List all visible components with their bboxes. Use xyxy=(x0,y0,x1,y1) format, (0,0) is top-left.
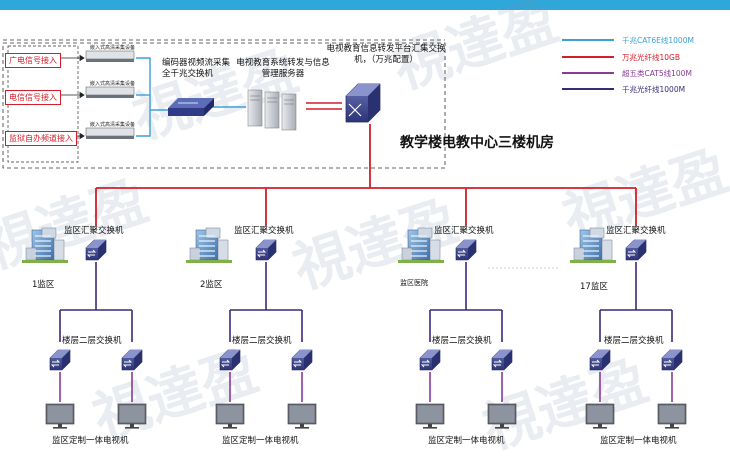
zone-4-tv-label: 监区定制一体电视机 xyxy=(600,436,677,446)
building-title: 教学楼电教中心三楼机房 xyxy=(400,135,554,151)
encoder-switch xyxy=(168,98,214,116)
zone-2-floor-label: 楼层二层交换机 xyxy=(232,336,292,346)
input-broadcast: 广电信号接入 xyxy=(5,53,61,68)
zone-1-tv-label: 监区定制一体电视机 xyxy=(52,436,129,446)
zone-3-floor-label: 楼层二层交换机 xyxy=(432,336,492,346)
encoder-unit-2 xyxy=(85,86,135,98)
server-label: 电视教育系统转发与信息管理服务器 xyxy=(236,58,330,79)
legend-cat5: 超五类CAT5线100M xyxy=(622,69,692,78)
diagram-canvas xyxy=(2,39,687,430)
core-switch-label: 电视教育信息转发平台汇集交换机，（万兆配置） xyxy=(326,44,446,65)
input-prison-channel: 监狱自办频道接入 xyxy=(5,131,77,146)
zone-4-agg-label: 监区汇聚交换机 xyxy=(606,226,666,236)
encoder-label-1: 嵌入式高清采集设备 xyxy=(90,45,136,51)
zone-3-agg-label: 监区汇聚交换机 xyxy=(434,226,494,236)
core-switch xyxy=(345,83,381,123)
zone-3-tv-label: 监区定制一体电视机 xyxy=(428,436,505,446)
zone-4-floor-label: 楼层二层交换机 xyxy=(604,336,664,346)
encoder-switch-label: 编码器视频流采集全千兆交换机 xyxy=(162,58,231,79)
zone-2-tv-label: 监区定制一体电视机 xyxy=(222,436,299,446)
zone-2-agg-label: 监区汇聚交换机 xyxy=(234,226,294,236)
zone-2-name: 2监区 xyxy=(200,280,223,290)
legend-cat6: 千兆CAT6E线1000M xyxy=(622,36,694,45)
zone-1-floor-label: 楼层二层交换机 xyxy=(62,336,122,346)
encoder-label-3: 嵌入式高清采集设备 xyxy=(90,122,136,128)
top-accent-bar xyxy=(0,0,730,10)
encoder-unit-3 xyxy=(85,127,135,139)
input-telecom: 电信信号接入 xyxy=(5,90,61,105)
zone-3-name: 监区医院 xyxy=(400,279,428,287)
legend-fiber-1000: 千兆光纤线1000M xyxy=(622,85,686,94)
encoder-unit-1 xyxy=(85,50,135,62)
server-rack xyxy=(247,89,297,131)
legend-fiber-10g: 万兆光纤线10GB xyxy=(622,53,681,62)
zone-1-agg-label: 监区汇聚交换机 xyxy=(64,226,124,236)
zone-4-name: 17监区 xyxy=(580,282,608,292)
zone-1-name: 1监区 xyxy=(32,280,55,290)
encoder-label-2: 嵌入式高清采集设备 xyxy=(90,81,136,87)
